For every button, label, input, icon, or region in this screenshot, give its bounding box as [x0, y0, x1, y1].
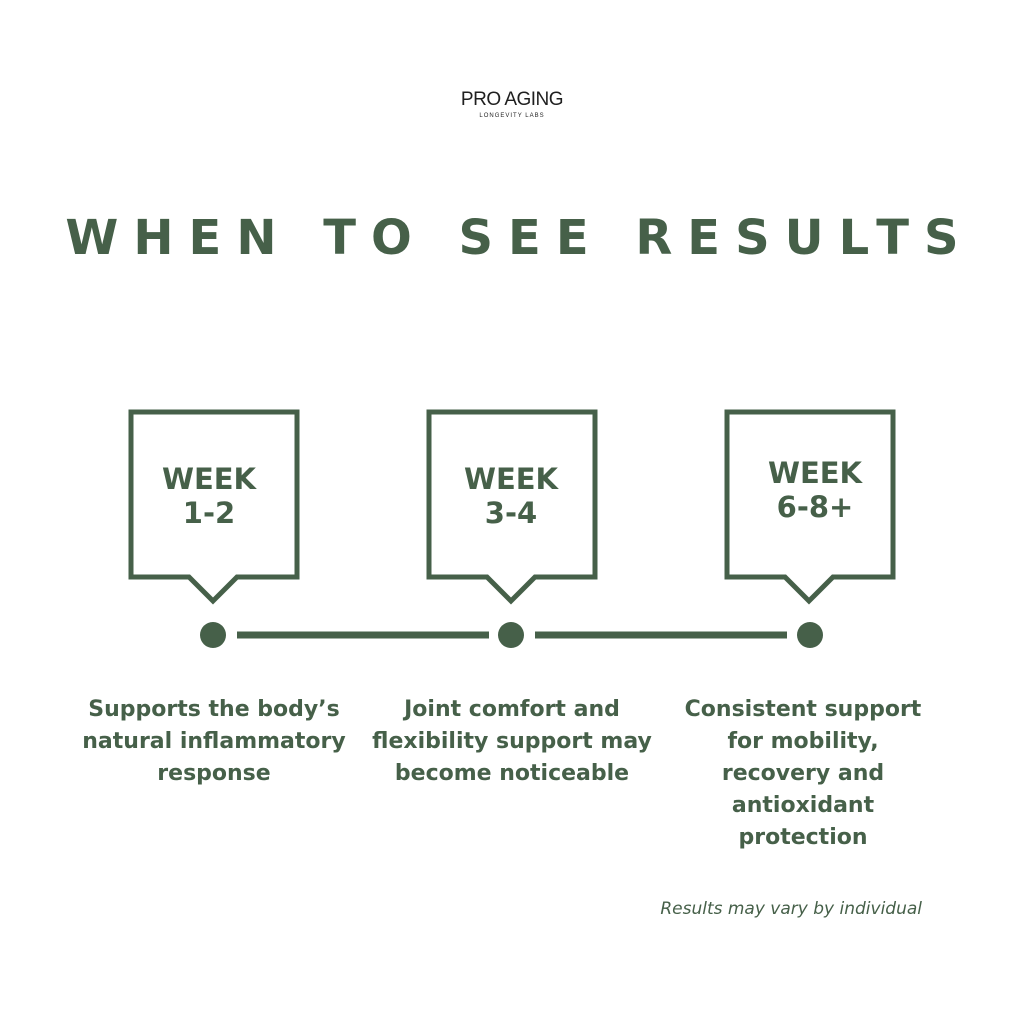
week-1-2-callout-box [128, 409, 300, 605]
week-1-2-label-line2: 1-2 [182, 496, 236, 530]
week-6-8-description: Consistent support for mobility, recover… [684, 697, 922, 850]
results-disclaimer: Results may vary by individual [660, 899, 922, 919]
week-6-8-callout-box [724, 409, 896, 605]
week-3-4-callout-box [426, 409, 598, 605]
week-6-8-label: WEEK 6-8+ [731, 456, 899, 524]
week-1-2-description: Supports the body’s natural inflammatory… [82, 697, 346, 786]
week-6-8-label-line2: 6-8+ [776, 490, 854, 524]
brand-logo: PRO AGING LONGEVITY LABS [412, 88, 612, 120]
timeline-dot-week-1-2 [200, 622, 226, 648]
week-3-4-description: Joint comfort and flexibility support ma… [372, 697, 652, 786]
timeline-dot-week-3-4 [498, 622, 524, 648]
timeline-dot-week-6-8 [797, 622, 823, 648]
brand-tagline: LONGEVITY LABS [479, 113, 545, 119]
page-title: WHEN TO SEE RESULTS [65, 210, 974, 266]
week-3-4-label-line1: WEEK [463, 462, 559, 496]
week-1-2-label-line1: WEEK [161, 462, 257, 496]
week-3-4-label: WEEK 3-4 [427, 462, 595, 530]
week-6-8-label-line1: WEEK [767, 456, 863, 490]
week-3-4-label-line2: 3-4 [484, 496, 538, 530]
brand-name: PRO AGING [460, 89, 564, 110]
week-1-2-label: WEEK 1-2 [125, 462, 293, 530]
